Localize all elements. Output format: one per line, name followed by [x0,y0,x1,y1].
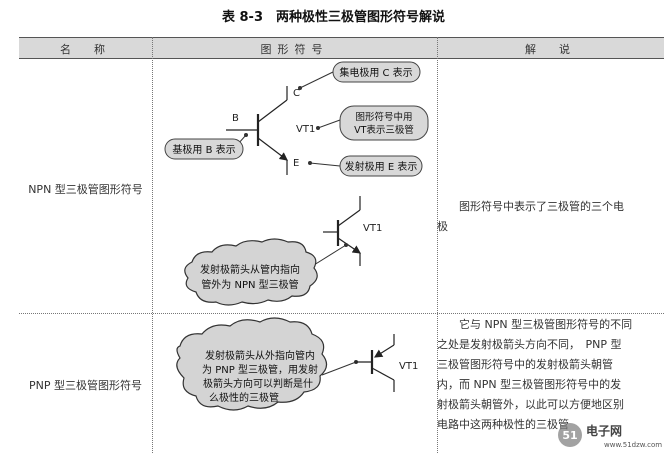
row-divider [19,313,664,314]
pnp-transistor-symbol [355,334,395,392]
callout-collector: 集电极用 C 表示 [298,61,421,90]
watermark-url: www.51dzw.com [604,441,662,449]
symbol-table: 名 称 图形符号 解 说 NPN 型三极管图形符号 图形符号中表示了三极管的三个… [19,37,664,453]
emitter-lead [257,137,288,161]
table-header: 名 称 图形符号 解 说 [19,37,664,59]
explain-npn: 图形符号中表示了三极管的三个电 极 [437,197,659,237]
table-title: 表 8-3 两种极性三极管图形符号解说 [221,10,445,25]
cloud-pnp-line: 为 PNP 型三极管，用发射 [202,363,318,376]
npn-transistor-symbol-2 [323,196,361,266]
explain-line: 之处是发射极箭头方向不同， PNP 型 [437,338,622,351]
watermark-text: 电子网 [586,423,622,438]
cloud-pnp-line: 极箭头方向可以判断是什 [203,377,313,390]
explain-line: 三极管图形符号中的发射极箭头朝管 [437,358,613,371]
label-vt1: VT1 [296,124,315,135]
label-b: B [232,113,239,124]
explain-line: 图形符号中表示了三极管的三个电 [459,200,624,213]
cloud-npn-line: 管外为 NPN 型三极管 [201,278,298,291]
npn-transistor-symbol [226,86,288,175]
column-divider [152,37,153,453]
explain-line: 内，而 NPN 型三极管图形符号中的发 [437,378,622,391]
column-divider [437,37,438,453]
header-explain: 解 说 [525,43,576,56]
header-name: 名 称 [60,43,111,56]
explain-line: 射极箭头朝管外，以此可以方便地区别 [437,398,624,411]
label-e: E [293,158,299,169]
callout-vt: 图形符号中用 VT表示三极管 [316,105,429,141]
site-watermark: 51 电子网 www.51dzw.com [556,420,664,450]
label-vt1-pnp: VT1 [399,361,418,372]
callout-base: 基极用 B 表示 [164,133,248,160]
svg-text:51: 51 [562,429,577,442]
explain-pnp: 它与 NPN 型三极管图形符号的不同 之处是发射极箭头方向不同， PNP 型 三… [437,315,659,435]
cloud-note-pnp: 发射极箭头从外指向管内 为 PNP 型三极管，用发射 极箭头方向可以判断是什 么… [176,317,358,411]
callout-base-text: 基极用 B 表示 [172,143,235,156]
row-name-pnp: PNP 型三极管图形符号 [29,379,142,392]
watermark-logo-icon: 51 电子网 www.51dzw.com [558,423,662,449]
header-symbol: 图形符号 [260,43,329,56]
label-vt1-b: VT1 [363,223,382,234]
explain-line: 极 [437,220,448,233]
callout-collector-text: 集电极用 C 表示 [339,66,412,79]
explain-line: 电路中这两种极性的三极管 [437,418,569,431]
callout-vt-line: 图形符号中用 [355,111,412,123]
cloud-note-npn: 发射极箭头从管内指向 管外为 NPN 型三极管 [184,238,348,306]
cloud-pnp-line: 发射极箭头从外指向管内 [205,349,315,362]
cloud-npn-line: 发射极箭头从管内指向 [200,263,300,276]
callout-emitter-text: 发射极用 E 表示 [345,160,418,173]
callout-emitter: 发射极用 E 表示 [308,155,423,177]
explain-line: 它与 NPN 型三极管图形符号的不同 [459,318,633,331]
label-c: C [293,88,300,99]
callout-vt-line: VT表示三极管 [354,124,414,136]
row-name-npn: NPN 型三极管图形符号 [28,183,143,196]
cloud-pnp-line: 么极性的三极管 [209,391,279,404]
collector-lead [257,99,288,123]
